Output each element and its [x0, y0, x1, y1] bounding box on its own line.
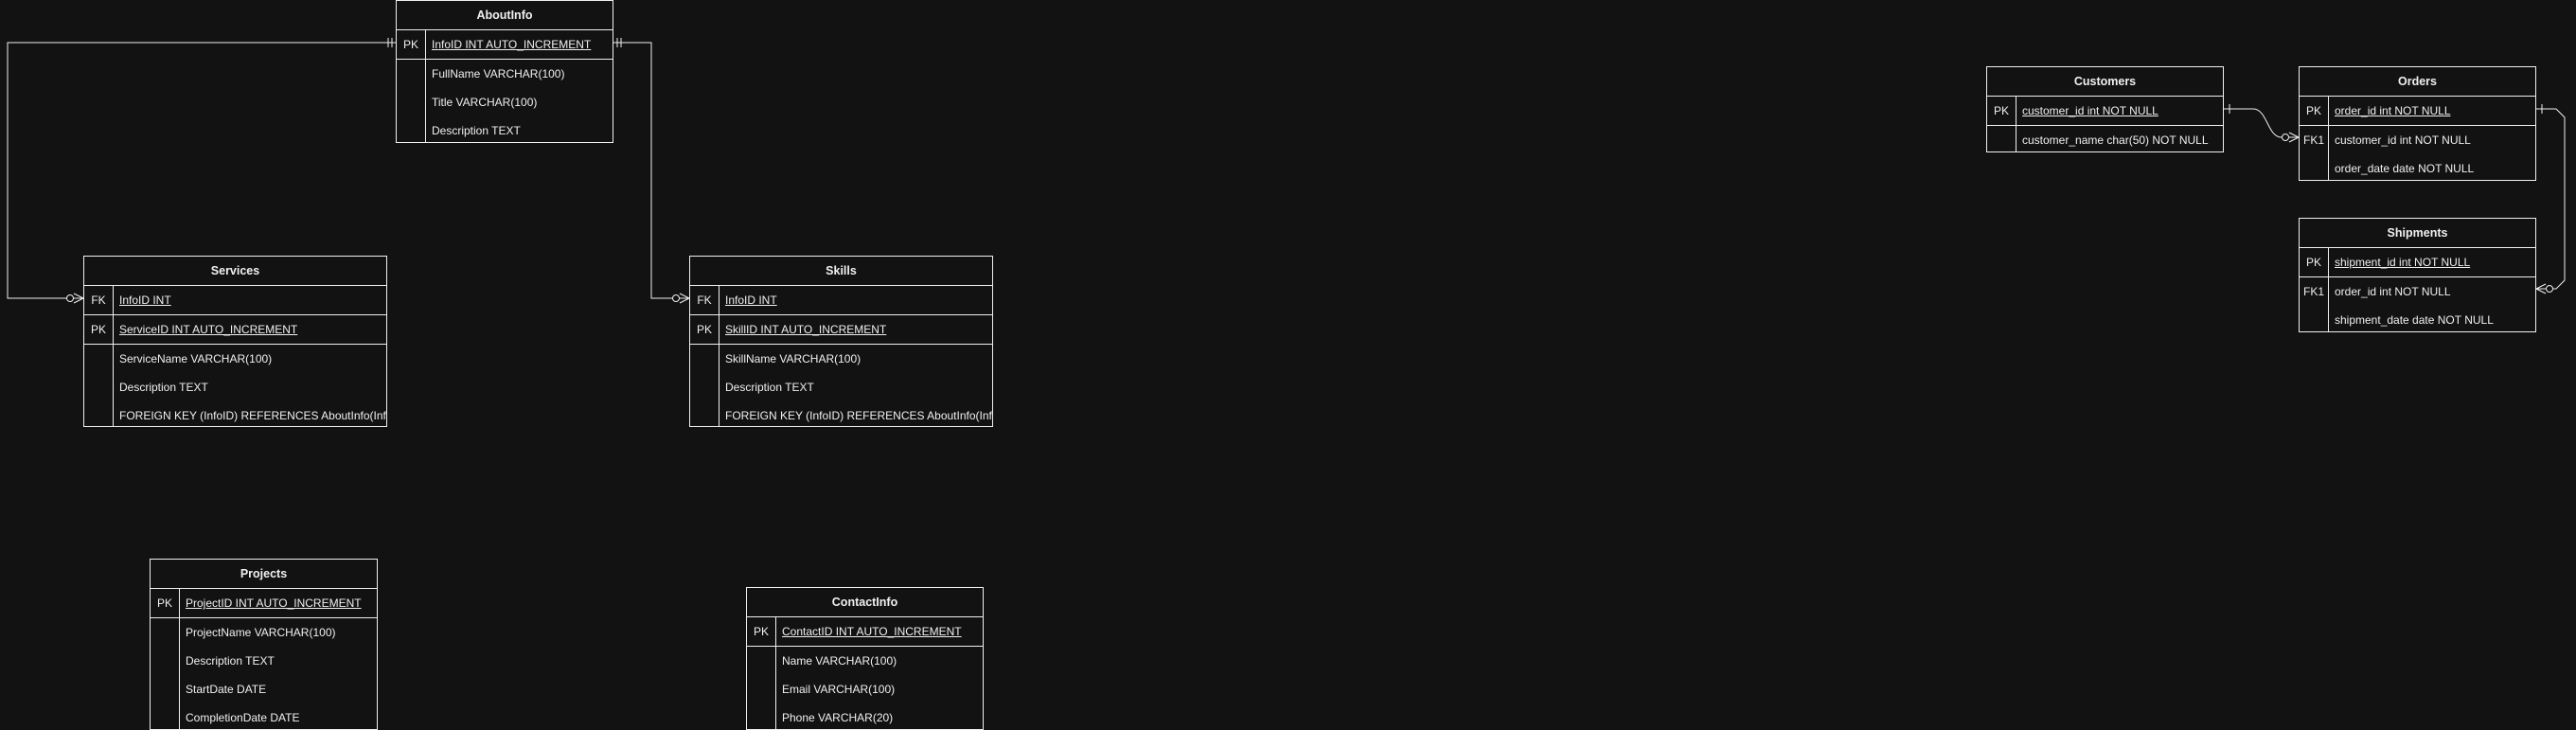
key-column-divider	[113, 285, 114, 426]
key-label: PK	[90, 323, 106, 336]
table-title: Skills	[690, 257, 992, 286]
table-row[interactable]: FK1 order_id int NOT NULL	[2300, 277, 2535, 306]
field-label: Description TEXT	[432, 124, 521, 137]
field-label: FullName VARCHAR(100)	[432, 67, 565, 80]
table-row[interactable]: Description TEXT	[151, 647, 377, 675]
table-row[interactable]: FullName VARCHAR(100)	[397, 60, 613, 88]
table-row[interactable]: FK InfoID INT	[690, 286, 992, 315]
table-row[interactable]: PK order_id int NOT NULL	[2300, 97, 2535, 126]
table-row[interactable]: FK1 customer_id int NOT NULL	[2300, 126, 2535, 154]
table-row[interactable]: PK customer_id int NOT NULL	[1987, 97, 2223, 126]
table-row[interactable]: PK SkillID INT AUTO_INCREMENT	[690, 315, 992, 345]
table-row[interactable]: CompletionDate DATE	[151, 703, 377, 729]
field-label: customer_name char(50) NOT NULL	[2022, 134, 2209, 147]
field-label: SkillID INT AUTO_INCREMENT	[725, 323, 887, 336]
field-label: InfoID INT	[119, 294, 171, 307]
table-row[interactable]: StartDate DATE	[151, 675, 377, 703]
key-label: PK	[2305, 256, 2321, 269]
field-label: Title VARCHAR(100)	[432, 96, 538, 109]
field-label: FOREIGN KEY (InfoID) REFERENCES AboutInf…	[725, 409, 993, 422]
field-label: Description TEXT	[186, 654, 275, 668]
key-column-divider	[425, 29, 426, 142]
field-label: StartDate DATE	[186, 683, 267, 696]
table-row[interactable]: PK ServiceID INT AUTO_INCREMENT	[84, 315, 386, 345]
table-row[interactable]: Description TEXT	[397, 116, 613, 142]
field-label: customer_id int NOT NULL	[2022, 104, 2159, 117]
table-row[interactable]: Description TEXT	[84, 373, 386, 401]
table-row[interactable]: FK InfoID INT	[84, 286, 386, 315]
field-label: FOREIGN KEY (InfoID) REFERENCES AboutInf…	[119, 409, 387, 422]
key-label: FK1	[2302, 134, 2324, 147]
table-row[interactable]: PK InfoID INT AUTO_INCREMENT	[397, 30, 613, 60]
field-label: customer_id int NOT NULL	[2335, 134, 2471, 147]
key-label: PK	[696, 323, 712, 336]
table-row[interactable]: PK ContactID INT AUTO_INCREMENT	[747, 617, 983, 647]
table-row[interactable]: PK ProjectID INT AUTO_INCREMENT	[151, 589, 377, 618]
table-row[interactable]: FOREIGN KEY (InfoID) REFERENCES AboutInf…	[690, 401, 993, 426]
key-column-divider	[719, 285, 720, 426]
table-row[interactable]: PK shipment_id int NOT NULL	[2300, 248, 2535, 277]
table-title: ContactInfo	[747, 588, 983, 617]
key-column-divider	[179, 588, 180, 729]
field-label: ProjectID INT AUTO_INCREMENT	[186, 596, 362, 610]
key-label: PK	[753, 625, 769, 638]
table-row[interactable]: shipment_date date NOT NULL	[2300, 306, 2535, 331]
field-label: shipment_date date NOT NULL	[2335, 313, 2494, 327]
field-label: ServiceName VARCHAR(100)	[119, 352, 273, 365]
key-label: PK	[402, 38, 418, 51]
table-row[interactable]: Phone VARCHAR(20)	[747, 703, 983, 729]
key-label: FK	[697, 294, 712, 307]
field-label: ServiceID INT AUTO_INCREMENT	[119, 323, 298, 336]
key-label: FK	[91, 294, 106, 307]
table-row[interactable]: SkillName VARCHAR(100)	[690, 345, 992, 373]
key-column-divider	[775, 616, 776, 729]
table-title: Customers	[1987, 67, 2223, 97]
table-row[interactable]: FOREIGN KEY (InfoID) REFERENCES AboutInf…	[84, 401, 387, 426]
key-label: PK	[1993, 104, 2009, 117]
field-label: Description TEXT	[725, 381, 814, 394]
field-label: ContactID INT AUTO_INCREMENT	[782, 625, 962, 638]
table-row[interactable]: Email VARCHAR(100)	[747, 675, 983, 703]
field-label: Name VARCHAR(100)	[782, 654, 897, 668]
field-label: CompletionDate DATE	[186, 711, 300, 724]
key-label: FK1	[2302, 285, 2324, 298]
key-label: PK	[156, 596, 172, 610]
table-row[interactable]: Description TEXT	[690, 373, 992, 401]
key-column-divider	[2328, 247, 2329, 331]
table-row[interactable]: order_date date NOT NULL	[2300, 154, 2535, 180]
table-title: Shipments	[2300, 219, 2535, 248]
table-row[interactable]: ServiceName VARCHAR(100)	[84, 345, 386, 373]
key-column-divider	[2328, 96, 2329, 180]
field-label: order_id int NOT NULL	[2335, 104, 2451, 117]
field-label: ProjectName VARCHAR(100)	[186, 626, 336, 639]
field-label: order_date date NOT NULL	[2335, 162, 2475, 175]
table-title: Orders	[2300, 67, 2535, 97]
table-row[interactable]: Title VARCHAR(100)	[397, 88, 613, 116]
field-label: SkillName VARCHAR(100)	[725, 352, 862, 365]
table-row[interactable]: customer_name char(50) NOT NULL	[1987, 126, 2223, 151]
field-label: Email VARCHAR(100)	[782, 683, 896, 696]
field-label: shipment_id int NOT NULL	[2335, 256, 2471, 269]
table-row[interactable]: Name VARCHAR(100)	[747, 647, 983, 675]
field-label: order_id int NOT NULL	[2335, 285, 2451, 298]
table-title: Services	[84, 257, 386, 286]
table-title: AboutInfo	[397, 1, 613, 30]
field-label: Description TEXT	[119, 381, 208, 394]
field-label: Phone VARCHAR(20)	[782, 711, 894, 724]
field-label: InfoID INT	[725, 294, 777, 307]
table-title: Projects	[151, 560, 377, 589]
key-label: PK	[2305, 104, 2321, 117]
table-row[interactable]: ProjectName VARCHAR(100)	[151, 618, 377, 647]
field-label: InfoID INT AUTO_INCREMENT	[432, 38, 592, 51]
